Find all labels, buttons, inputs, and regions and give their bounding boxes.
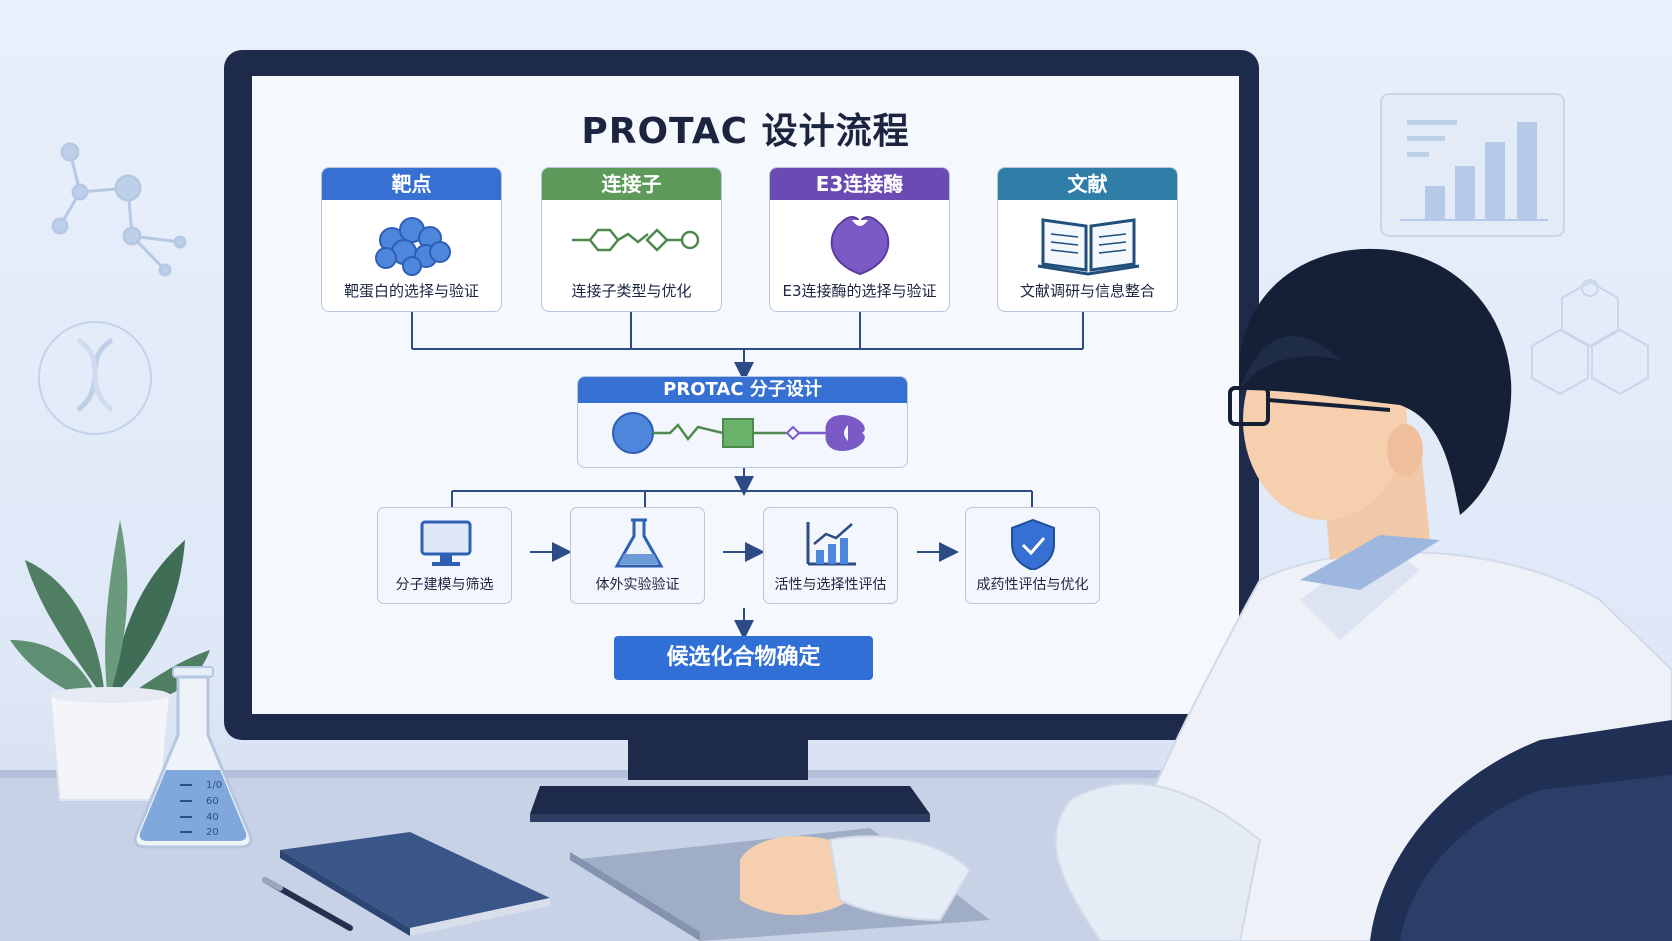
- molecule-decor-icon: [51, 142, 187, 277]
- protac-design-box: PROTAC 分子设计: [577, 376, 908, 468]
- step-card-druggability: 成药性评估与优化: [965, 507, 1100, 604]
- chart-decor-icon: [1380, 93, 1565, 237]
- notebook-icon: [262, 832, 550, 936]
- card-header: 文献: [998, 168, 1177, 200]
- hexagon-decor-icon: [1531, 279, 1649, 396]
- bar-chart-icon: [806, 522, 856, 566]
- step-card-modeling: 分子建模与筛选: [377, 507, 512, 604]
- card-header: 连接子: [542, 168, 721, 200]
- step-caption: 成药性评估与优化: [976, 577, 1089, 593]
- linker-chain-icon: [572, 228, 700, 252]
- step-caption: 体外实验验证: [595, 577, 680, 593]
- card-caption: 靶蛋白的选择与验证: [343, 282, 479, 300]
- plant-icon: [10, 520, 210, 801]
- beaker-mark: 60: [206, 796, 219, 807]
- protac-molecule-icon: [612, 412, 865, 454]
- protein-cluster-icon: [375, 217, 451, 276]
- monitor-icon: [420, 520, 472, 566]
- card-caption: E3连接酶的选择与验证: [782, 282, 937, 300]
- beaker-mark: 1/0: [206, 780, 223, 791]
- card-header: E3连接酶: [770, 168, 949, 200]
- flask-icon: [614, 518, 664, 568]
- step-caption: 分子建模与筛选: [395, 577, 494, 593]
- step-card-activity: 活性与选择性评估: [763, 507, 898, 604]
- step-caption: 活性与选择性评估: [774, 577, 887, 593]
- open-book-icon: [1037, 218, 1140, 276]
- final-candidate-box: 候选化合物确定: [614, 636, 873, 680]
- diagram-title: PROTAC 设计流程: [581, 111, 910, 152]
- scientist-figure: [740, 248, 1672, 941]
- card-header: 靶点: [322, 168, 501, 200]
- input-card-target: 靶点 靶蛋白的选择与验证: [321, 167, 502, 312]
- input-card-literature: 文献 文献调研与信息整合: [997, 167, 1178, 312]
- flow-connectors: [411, 312, 1084, 640]
- step-card-in-vitro: 体外实验验证: [570, 507, 705, 604]
- beaker-mark: 20: [206, 827, 219, 838]
- shield-check-icon: [1011, 518, 1055, 570]
- input-card-linker: 连接子 连接子类型与优化: [541, 167, 722, 312]
- design-header: PROTAC 分子设计: [578, 377, 907, 403]
- monitor-screen: PROTAC 设计流程: [252, 76, 1239, 714]
- dna-decor-icon: [38, 321, 152, 435]
- card-caption: 文献调研与信息整合: [1019, 282, 1155, 300]
- beaker-mark: 40: [206, 812, 219, 823]
- card-caption: 连接子类型与优化: [571, 282, 692, 300]
- beaker-icon: [133, 666, 253, 849]
- e3-ligase-icon: [830, 216, 890, 276]
- input-card-e3-ligase: E3连接酶 E3连接酶的选择与验证: [769, 167, 950, 312]
